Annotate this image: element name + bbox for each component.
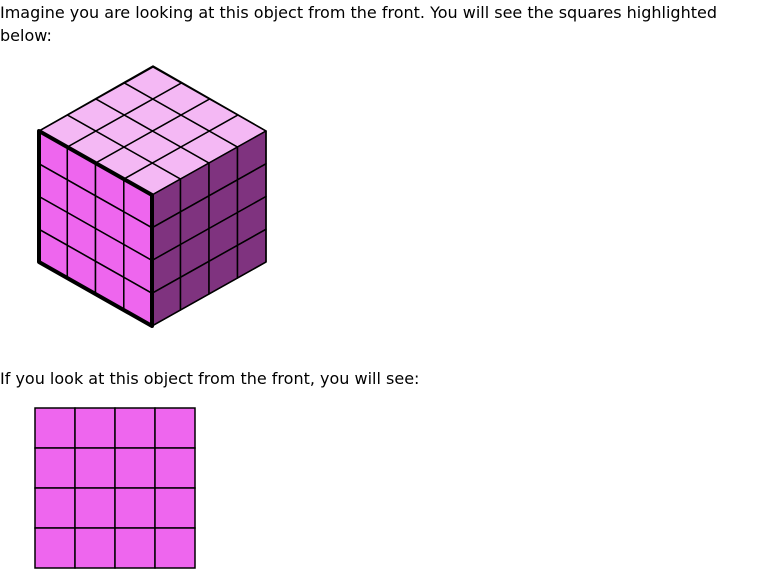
prompt-text: Imagine you are looking at this object f…	[0, 3, 717, 45]
front-view-cell	[114, 447, 156, 489]
front-view-cell	[34, 487, 76, 529]
front-view-cell	[74, 407, 116, 449]
front-view-cell	[154, 527, 196, 569]
front-face-highlight	[37, 129, 154, 328]
caption-text: If you look at this object from the fron…	[0, 369, 420, 388]
front-view-cell	[34, 447, 76, 489]
front-view-cell	[74, 527, 116, 569]
front-view-cell	[154, 407, 196, 449]
front-view-cell	[74, 447, 116, 489]
front-view-cell	[154, 447, 196, 489]
front-view-cell	[34, 527, 76, 569]
cube-top-cell	[123, 66, 183, 100]
front-view-cell	[114, 487, 156, 529]
front-view-cell	[114, 527, 156, 569]
front-view-cell	[74, 487, 116, 529]
front-view-cell	[114, 407, 156, 449]
front-view-cell	[34, 407, 76, 449]
front-view-cell	[154, 487, 196, 529]
